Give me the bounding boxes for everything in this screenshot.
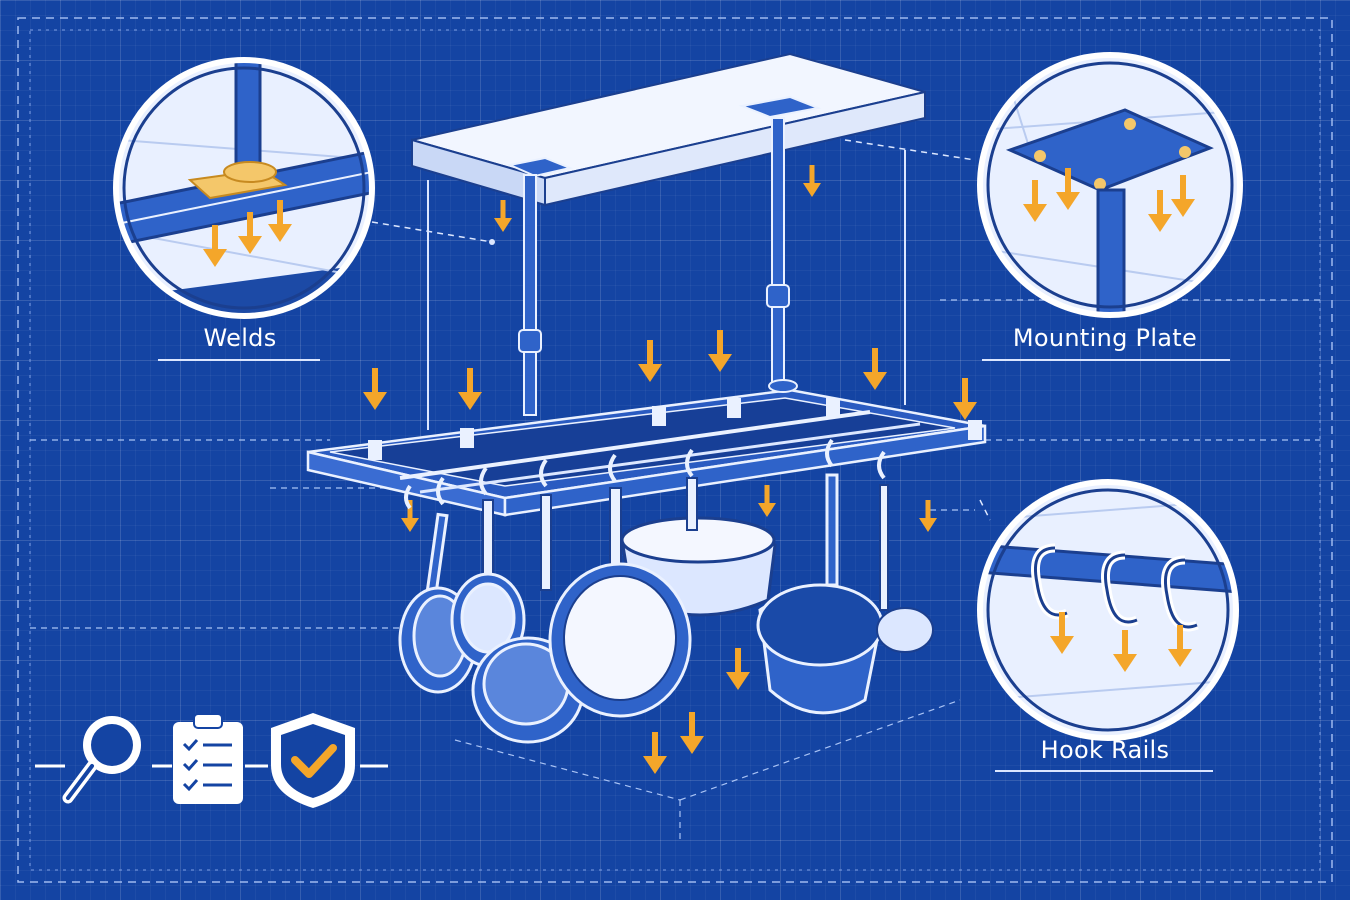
rack-frame — [306, 379, 987, 517]
welds-label-rule — [158, 359, 320, 361]
hanging-cookware — [398, 438, 934, 744]
ceiling-board — [411, 52, 926, 207]
welds-callout — [113, 57, 375, 319]
welds-label: Welds — [203, 324, 277, 352]
shield-check-icon — [271, 713, 355, 808]
hanging-rods — [427, 95, 906, 430]
magnifier-icon — [62, 716, 141, 804]
blueprint-frame — [17, 17, 1333, 883]
mounting-plate-label: Mounting Plate — [1012, 324, 1198, 352]
mounting-plate-callout — [977, 52, 1243, 318]
callout-leaders — [371, 139, 991, 521]
mounting-plate-label-rule — [982, 359, 1230, 361]
hook-rails-callout — [977, 479, 1239, 741]
checklist-icon — [173, 713, 243, 804]
hook-rails-label: Hook Rails — [1040, 736, 1170, 764]
hook-rails-label-rule — [995, 770, 1213, 772]
